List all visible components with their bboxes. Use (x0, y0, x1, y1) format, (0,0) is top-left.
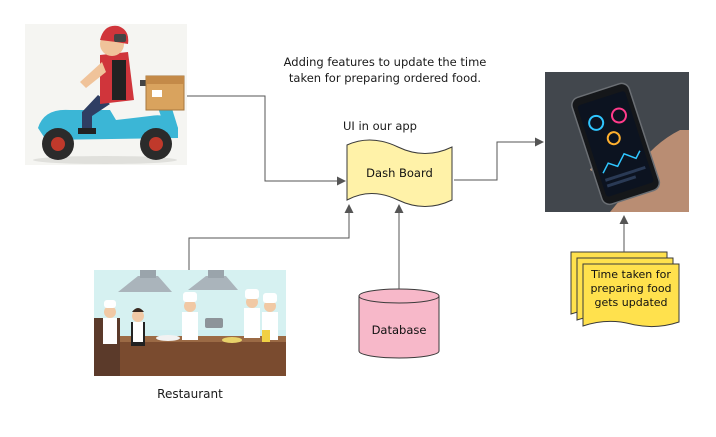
note-line-3: gets updated (594, 296, 668, 309)
database-node (358, 288, 440, 359)
note-label: Time taken for preparing food gets updat… (583, 268, 679, 310)
heading-line-1: Adding features to update the time (283, 55, 487, 69)
phone-in-hand-image (545, 72, 689, 212)
note-line-2: preparing food (590, 282, 672, 295)
dashboard-node (346, 139, 453, 207)
restaurant-label: Restaurant (157, 387, 223, 401)
database-label: Database (371, 323, 427, 337)
delivery-scooter-image (25, 24, 187, 165)
heading-line-2: taken for preparing ordered food. (288, 71, 482, 85)
arrow-restaurant-to-dashboard (188, 204, 354, 270)
diagram-heading: Adding features to update the time taken… (255, 54, 515, 86)
ui-in-app-label: UI in our app (343, 119, 417, 133)
note-line-1: Time taken for (591, 268, 671, 281)
note-stack (570, 251, 680, 328)
arrow-dashboard-to-phone (454, 137, 544, 181)
arrow-scooter-to-dashboard (187, 95, 346, 186)
restaurant-kitchen-image (94, 270, 286, 376)
dashboard-label: Dash Board (366, 166, 433, 180)
